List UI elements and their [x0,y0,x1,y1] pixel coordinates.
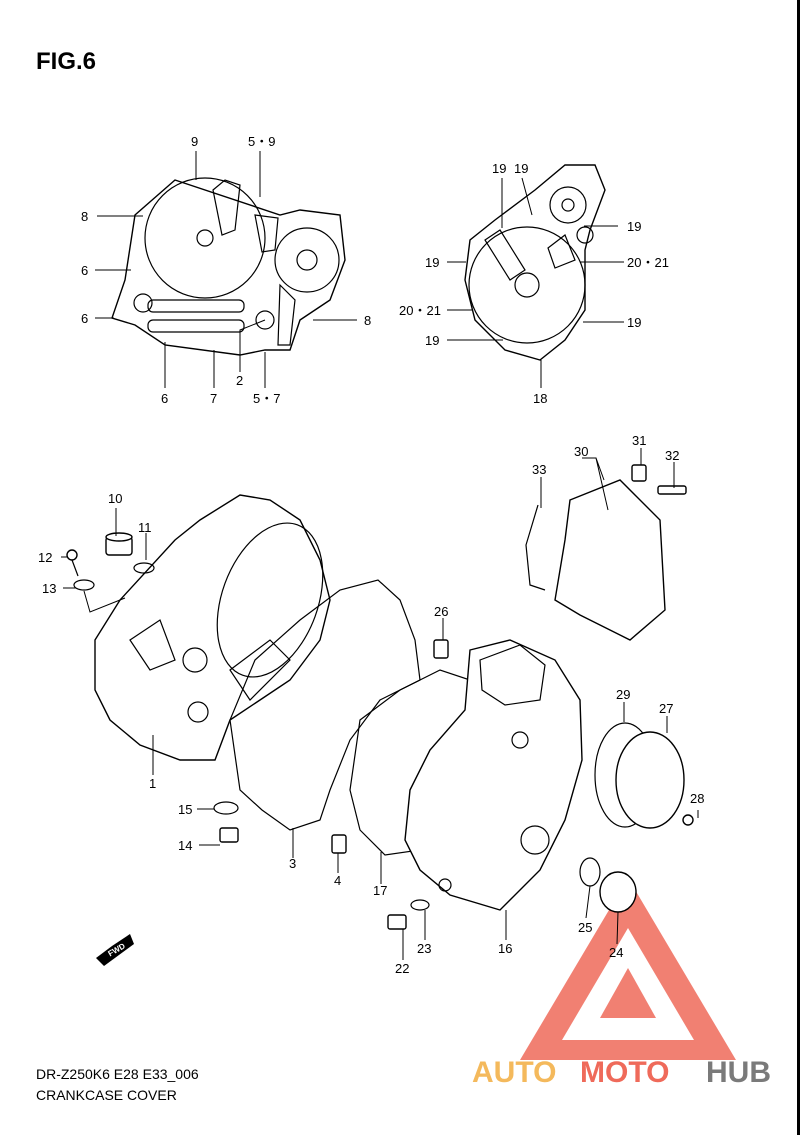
callout-label: 8 [364,313,371,328]
watermark-hub: HUB [706,1056,771,1089]
callout-label: 4 [334,873,341,888]
callout-label: 19 [425,333,439,348]
crankcase-cover-part-1 [94,494,331,761]
callout-label: 5・9 [248,134,275,149]
callout-label: 16 [498,941,512,956]
callout-label: 13 [42,581,56,596]
callout-label: 8 [81,209,88,224]
callout-label: 19 [425,255,439,270]
page-border [797,0,800,1135]
callout-label: 19 [627,315,641,330]
callout-label: 9 [191,134,198,149]
callout-label: 20・21 [627,255,669,270]
magneto-cover-outline [464,164,606,361]
callout-label: 12 [38,550,52,565]
callout-label: 30 [574,444,588,459]
callout-label: 3 [289,856,296,871]
callout-label: 19 [492,161,506,176]
callout-label: 19 [514,161,528,176]
callout-label: 5・7 [253,391,280,406]
figure-name: CRANKCASE COVER [36,1087,177,1103]
callout-label: 20・21 [399,303,441,318]
callout-label: 17 [373,883,387,898]
model-code: DR-Z250K6 E28 E33_006 [36,1066,199,1082]
callout-label: 2 [236,373,243,388]
callout-label: 7 [210,391,217,406]
callout-label: 27 [659,701,673,716]
callout-label: 31 [632,433,646,448]
magneto-cover-part-16 [404,639,583,911]
watermark-moto: MOTO [580,1056,669,1089]
callout-label: 24 [609,945,623,960]
callout-label: 6 [161,391,168,406]
watermark-auto: AUTO [472,1056,556,1089]
figure-title: FIG.6 [36,48,97,75]
fwd-arrow-icon: FWD [96,934,134,966]
callout-labels: 9 5・9 8 6 6 6 7 2 5・7 8 19 19 19 19 20・2… [38,134,704,976]
callout-label: 14 [178,838,192,853]
callout-label: 6 [81,263,88,278]
callout-label: 18 [533,391,547,406]
callout-label: 6 [81,311,88,326]
callout-label: 26 [434,604,448,619]
leader-lines [61,151,699,960]
callout-label: 28 [690,791,704,806]
callout-label: 19 [627,219,641,234]
callout-label: 33 [532,462,546,477]
watermark-text: AUTO MOTO HUB [472,1056,771,1089]
callout-label: 11 [138,520,152,535]
callout-label: 23 [417,941,431,956]
callout-label: 25 [578,920,592,935]
callout-label: 10 [108,491,122,506]
callout-label: 1 [149,776,156,791]
watermark-logo [520,878,736,1060]
callout-label: 22 [395,961,409,976]
callout-label: 29 [616,687,630,702]
callout-label: 32 [665,448,679,463]
clutch-cover-outline [111,177,346,356]
small-parts [66,464,694,930]
callout-label: 15 [178,802,192,817]
